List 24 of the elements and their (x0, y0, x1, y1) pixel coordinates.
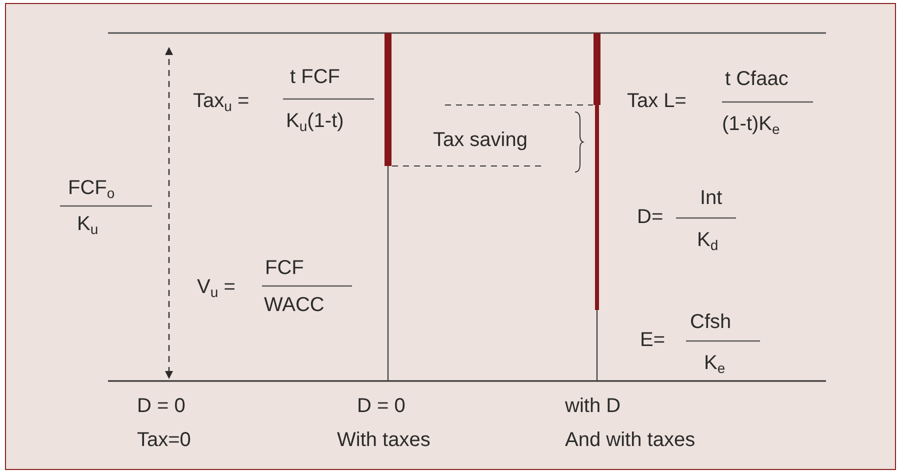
axis-label: D = 0 (357, 394, 406, 418)
formula-text: K$_{u}$(1-t) (286, 109, 344, 133)
formula-text: D= (637, 205, 664, 229)
formula-text: V$_{u}$ = (197, 275, 236, 299)
annotation-text: Tax saving (433, 128, 528, 152)
formula-text: K$_{u}$ (77, 212, 98, 236)
axis-label: With taxes (337, 428, 430, 452)
axis-label: And with taxes (565, 428, 696, 452)
formula-text: FCF (265, 256, 304, 280)
formula-text: K$_{d}$ (697, 228, 718, 252)
formula-text: t FCF (290, 65, 340, 89)
formula-text: Tax L= (627, 89, 686, 113)
formula-text: Int (700, 186, 722, 210)
formula-text: Cfsh (690, 310, 732, 334)
formula-text: t Cfaac (725, 67, 788, 91)
axis-label: Tax=0 (137, 428, 191, 452)
formula-text: FCF$_{o}$ (68, 176, 115, 200)
formula-text: K$_{e}$ (704, 351, 726, 375)
axis-label: D = 0 (137, 394, 186, 418)
formula-text: Tax$_{u}$ = (193, 89, 250, 113)
formula-text: WACC (264, 293, 324, 317)
axis-label: with D (565, 394, 621, 418)
formula-text: E= (640, 328, 666, 352)
formula-text: (1-t)K$_{e}$ (722, 112, 780, 136)
